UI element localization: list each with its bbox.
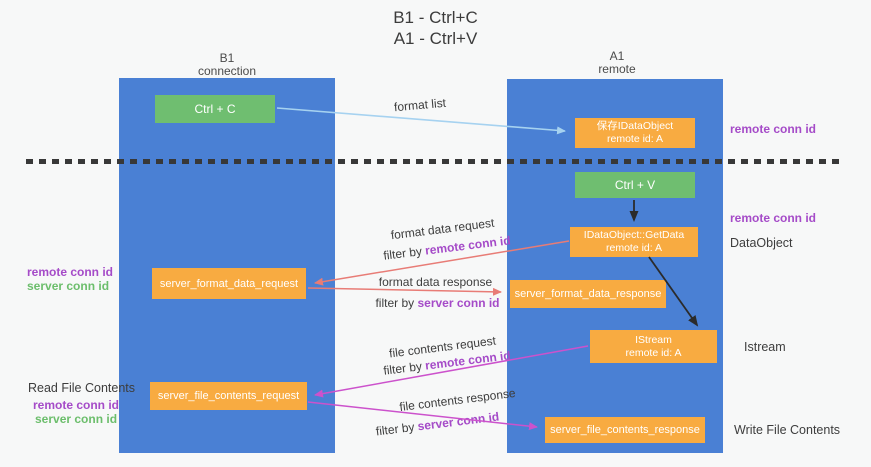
getdata-line1: IDataObject::GetData: [583, 229, 685, 241]
server-format-data-request-label: server_format_data_request: [159, 277, 299, 290]
label-read-file-contents: Read File Contents: [28, 381, 136, 395]
label-istream: Istream: [744, 340, 786, 354]
ctrl-v-label: Ctrl + V: [614, 178, 656, 192]
label-dataobject: DataObject: [730, 236, 793, 250]
filter-prefix-4: filter by: [375, 419, 419, 439]
box-server-file-contents-response: server_file_contents_response: [545, 417, 705, 443]
lane-left-subtitle: connection: [197, 64, 257, 78]
save-idataobject-line2: remote id: A: [606, 133, 664, 145]
label-server-conn-id-mid-left: server conn id: [27, 279, 110, 293]
box-server-file-contents-request: server_file_contents_request: [150, 382, 307, 410]
session-divider-dashed-line: [26, 159, 845, 164]
lane-right-header: A1 remote: [542, 50, 692, 76]
filter-prefix-2: filter by: [375, 296, 418, 310]
box-ctrl-c: Ctrl + C: [155, 95, 275, 123]
label-write-file-contents: Write File Contents: [734, 423, 841, 437]
box-save-idataobject: 保存IDataObject remote id: A: [575, 118, 695, 148]
filter-prefix-3: filter by: [382, 358, 427, 378]
lane-right-name: A1: [609, 49, 625, 63]
filter-key-server-2: server conn id: [416, 409, 500, 434]
label-format-list: format list: [393, 95, 447, 115]
box-istream: IStream remote id: A: [590, 330, 717, 363]
label-remote-conn-id-mid-left: remote conn id: [27, 265, 114, 279]
page-title-line2: A1 - Ctrl+V: [393, 29, 478, 48]
server-file-contents-response-label: server_file_contents_response: [550, 424, 700, 436]
label-remote-conn-id-top-right: remote conn id: [730, 122, 817, 136]
box-idataobject-getdata: IDataObject::GetData remote id: A: [570, 227, 698, 257]
box-ctrl-v: Ctrl + V: [575, 172, 695, 198]
label-remote-conn-id-mid-right: remote conn id: [730, 211, 817, 225]
page-title-line1: B1 - Ctrl+C: [393, 8, 478, 27]
filter-key-remote-1: remote conn id: [424, 233, 512, 258]
label-format-data-response: format data response: [378, 275, 493, 289]
filter-key-server-1: server conn id: [417, 296, 500, 310]
label-server-conn-id-bottom-left: server conn id: [35, 412, 118, 426]
label-remote-conn-id-bottom-left: remote conn id: [33, 398, 120, 412]
server-file-contents-request-label: server_file_contents_request: [157, 390, 300, 402]
istream-line1: IStream: [635, 333, 672, 346]
box-server-format-data-response: server_format_data_response: [510, 280, 666, 308]
getdata-line2: remote id: A: [605, 242, 663, 254]
lane-right-subtitle: remote: [598, 62, 636, 76]
filter-prefix-1: filter by: [382, 243, 427, 263]
istream-line2: remote id: A: [625, 346, 682, 359]
ctrl-c-label: Ctrl + C: [194, 102, 236, 116]
label-filter-server-1: filter by server conn id: [365, 296, 510, 310]
lane-left-name: B1: [219, 51, 235, 65]
server-format-data-response-label: server_format_data_response: [514, 288, 662, 300]
box-server-format-data-request: server_format_data_request: [152, 268, 306, 299]
save-idataobject-line1: 保存IDataObject: [596, 120, 674, 132]
page-title: B1 - Ctrl+C A1 - Ctrl+V: [0, 7, 871, 49]
lane-left-header: B1 connection: [152, 52, 302, 78]
